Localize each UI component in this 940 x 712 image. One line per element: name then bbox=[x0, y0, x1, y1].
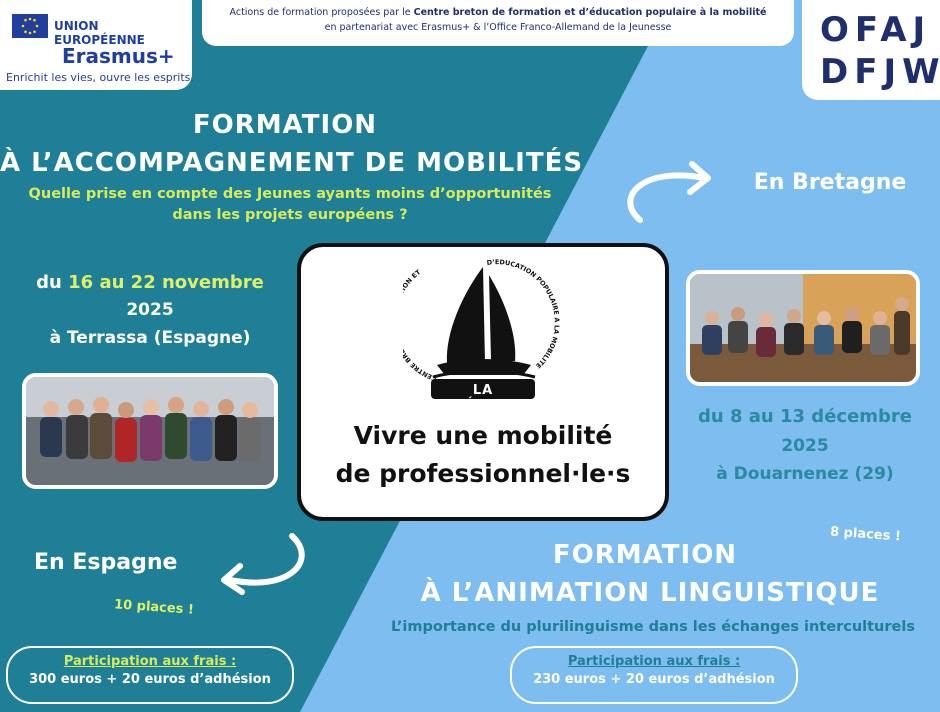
dfjw-text: DFJW bbox=[820, 52, 940, 92]
left-title-line1: FORMATION bbox=[192, 110, 378, 140]
left-subtitle-line2: dans les projets européens ? bbox=[172, 207, 408, 223]
banner-line2: en partenariat avec Erasmus+ & l’Office … bbox=[324, 22, 672, 33]
banner-org: Centre breton de formation et d’éducatio… bbox=[413, 7, 767, 18]
center-headline-line2: de professionnel·le·s bbox=[335, 459, 631, 488]
left-date-bold: 16 au 22 novembre bbox=[68, 272, 264, 293]
header-banner: Actions de formation proposées par le Ce… bbox=[202, 0, 794, 46]
curved-arrow-right-icon bbox=[627, 161, 711, 223]
erasmus-logo-box: UNION EUROPÉENNE Erasmus+ Enrichit les v… bbox=[0, 0, 194, 90]
right-title-line2: À L’ANIMATION LINGUISTIQUE bbox=[420, 578, 880, 608]
left-place: à Terrassa (Espagne) bbox=[49, 328, 251, 348]
right-fee-box: Participation aux frais : 230 euros + 20… bbox=[510, 646, 798, 704]
erasmus-tagline: Enrichit les vies, ouvre les esprits. bbox=[6, 71, 194, 84]
ofaj-logo-box: OFAJ DFJW bbox=[802, 0, 940, 100]
right-year: 2025 bbox=[781, 436, 829, 456]
left-date-prefix: du bbox=[36, 272, 69, 293]
group-photo-brittany bbox=[686, 270, 920, 386]
eu-label: UNION EUROPÉENNE bbox=[54, 19, 145, 47]
left-date: du 16 au 22 novembre bbox=[0, 272, 300, 293]
right-fee-label: Participation aux frais : bbox=[567, 654, 741, 669]
banner-prefix: Actions de formation proposées par le bbox=[229, 7, 414, 18]
right-subtitle: L’importance du plurilinguisme dans les … bbox=[391, 619, 915, 635]
left-fee-label: Participation aux frais : bbox=[63, 654, 237, 669]
right-title-line1: FORMATION bbox=[552, 540, 738, 570]
region-brittany: En Bretagne bbox=[753, 170, 907, 195]
left-year: 2025 bbox=[126, 300, 174, 320]
svg-text:CENTRE BRETON DE FORMATION ET: CENTRE BRETON DE FORMATION ET bbox=[403, 268, 438, 383]
erasmus-label: Erasmus+ bbox=[62, 44, 175, 68]
right-date-bold: 8 au 13 décembre bbox=[729, 406, 912, 427]
left-subtitle-line1: Quelle prise en compte des Jeunes ayants… bbox=[28, 186, 552, 202]
left-title-line2: À L’ACCOMPAGNEMENT DE MOBILITÉS bbox=[0, 148, 584, 178]
logo-name: LA GOÉLETTE bbox=[441, 383, 525, 413]
curved-arrow-left-icon bbox=[221, 533, 305, 595]
group-photo-spain bbox=[22, 373, 278, 489]
right-date-prefix: du bbox=[698, 406, 730, 427]
left-fee-value: 300 euros + 20 euros d’adhésion bbox=[29, 672, 271, 687]
logo-arc-left: CENTRE BRETON DE FORMATION ET bbox=[403, 268, 438, 383]
ofaj-text: OFAJ bbox=[820, 10, 932, 50]
right-place: à Douarnenez (29) bbox=[716, 464, 894, 484]
left-fee-box: Participation aux frais : 300 euros + 20… bbox=[6, 646, 294, 704]
right-fee-value: 230 euros + 20 euros d’adhésion bbox=[533, 672, 775, 687]
center-card: CENTRE BRETON DE FORMATION ET D’EDUCATIO… bbox=[297, 243, 669, 521]
sailboat-logo-icon: CENTRE BRETON DE FORMATION ET D’EDUCATIO… bbox=[403, 258, 561, 399]
center-headline-line1: Vivre une mobilité bbox=[353, 421, 613, 450]
eu-flag-icon bbox=[12, 14, 48, 38]
banner-line1: Actions de formation proposées par le Ce… bbox=[202, 7, 794, 18]
region-spain: En Espagne bbox=[34, 550, 178, 575]
right-date: du 8 au 13 décembre bbox=[690, 406, 920, 427]
